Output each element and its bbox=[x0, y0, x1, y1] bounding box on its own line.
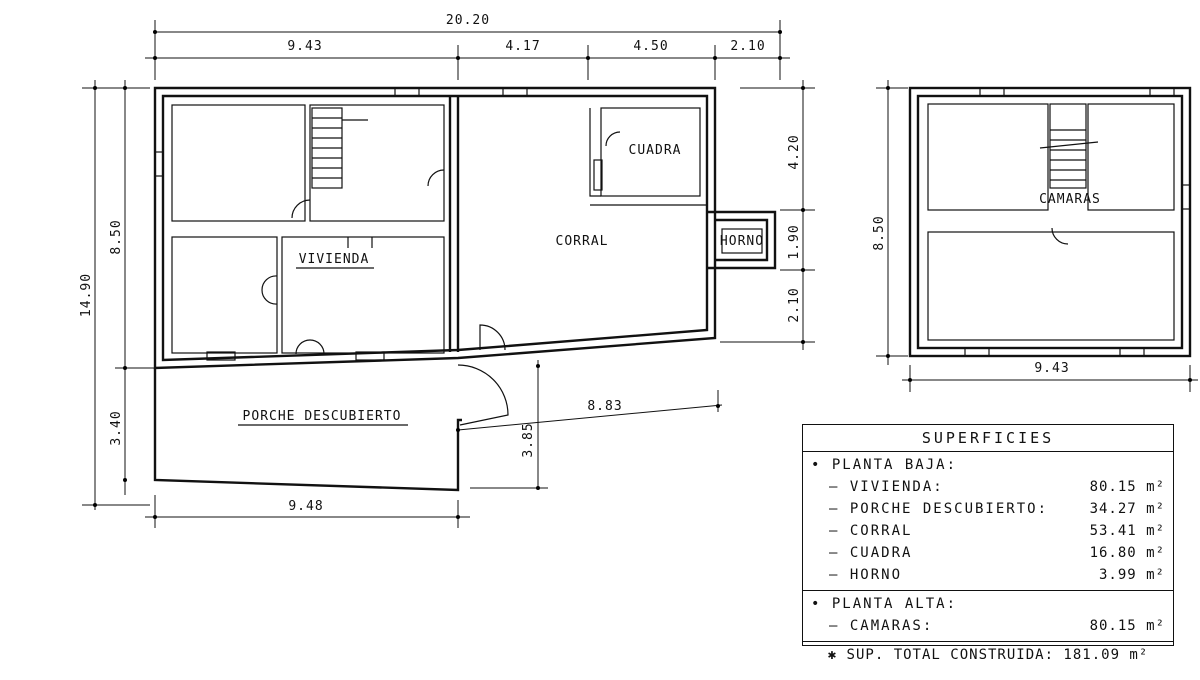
dim-right-bot: 2.10 bbox=[787, 287, 802, 322]
ground-floor-heading: • PLANTA BAJA: bbox=[811, 457, 958, 473]
dim-porch-side: 3.85 bbox=[521, 422, 536, 457]
dim-seg2: 4.17 bbox=[505, 39, 540, 54]
surface-row: – CORRAL 53.41 m² bbox=[811, 520, 1165, 542]
windows bbox=[154, 87, 603, 361]
surface-label: – VIVIENDA: bbox=[829, 479, 944, 495]
surface-label: – CORRAL bbox=[829, 523, 913, 539]
label-vivienda: VIVIENDA bbox=[299, 252, 370, 267]
surface-row: – PORCHE DESCUBIERTO: 34.27 m² bbox=[811, 498, 1165, 520]
label-cuadra: CUADRA bbox=[629, 143, 682, 158]
dim-seg1: 9.43 bbox=[287, 39, 322, 54]
surface-label: – HORNO bbox=[829, 567, 903, 583]
surface-label: – PORCHE DESCUBIERTO: bbox=[829, 501, 1049, 517]
top-dimensions: 20.20 9.43 4.17 4.50 2.10 bbox=[145, 13, 790, 80]
right-dimensions: 4.20 1.90 2.10 bbox=[720, 80, 815, 350]
label-horno: HORNO bbox=[720, 234, 764, 249]
label-camaras: CAMARAS bbox=[1039, 192, 1101, 207]
surfaces-title: SUPERFICIES bbox=[803, 425, 1173, 452]
surfaces-table: SUPERFICIES • PLANTA BAJA: – VIVIENDA: 8… bbox=[802, 424, 1174, 663]
dim-seg4: 2.10 bbox=[730, 39, 765, 54]
surface-row: – CUADRA 16.80 m² bbox=[811, 542, 1165, 564]
dim-total-width: 20.20 bbox=[446, 13, 490, 28]
dim-right-top: 4.20 bbox=[787, 134, 802, 169]
surface-value: 3.99 m² bbox=[1098, 567, 1165, 583]
surface-value: 16.80 m² bbox=[1089, 545, 1165, 561]
label-porche: PORCHE DESCUBIERTO bbox=[243, 409, 402, 424]
label-corral: CORRAL bbox=[556, 234, 609, 249]
stair-treads bbox=[312, 117, 368, 179]
dim-right-mid: 1.90 bbox=[787, 224, 802, 259]
ground-floor-plan: HORNO CUADRA CORRAL VIVIENDA bbox=[153, 86, 1069, 492]
surface-label: – CUADRA bbox=[829, 545, 913, 561]
surface-value: 34.27 m² bbox=[1089, 501, 1165, 517]
surface-label: – CAMARAS: bbox=[829, 618, 934, 634]
surface-row: – CAMARAS: 80.15 m² bbox=[811, 615, 1165, 637]
left-dimensions: 14.90 8.50 3.40 bbox=[79, 80, 155, 510]
dim-upper-height: 8.50 bbox=[872, 215, 887, 250]
ground-floor-section: • PLANTA BAJA: – VIVIENDA: 80.15 m² – PO… bbox=[803, 452, 1173, 591]
surface-row: – VIVIENDA: 80.15 m² bbox=[811, 476, 1165, 498]
dim-porch-height: 3.40 bbox=[109, 410, 124, 445]
total-surface: ✱ SUP. TOTAL CONSTRUIDA: 181.09 m² bbox=[827, 647, 1149, 663]
dim-house-height: 8.50 bbox=[109, 219, 124, 254]
dim-total-height: 14.90 bbox=[79, 273, 94, 317]
surface-value: 80.15 m² bbox=[1089, 618, 1165, 634]
dim-porch-width: 9.48 bbox=[288, 499, 323, 514]
upper-floor-section: • PLANTA ALTA: – CAMARAS: 80.15 m² bbox=[803, 591, 1173, 642]
surface-value: 53.41 m² bbox=[1089, 523, 1165, 539]
upper-floor-heading: • PLANTA ALTA: bbox=[811, 596, 958, 612]
surface-value: 80.15 m² bbox=[1089, 479, 1165, 495]
dim-upper-width: 9.43 bbox=[1034, 361, 1069, 376]
dim-seg3: 4.50 bbox=[633, 39, 668, 54]
surface-row: – HORNO 3.99 m² bbox=[811, 564, 1165, 586]
upper-floor-plan: CAMARAS 9.43 8.50 bbox=[872, 80, 1198, 392]
porch-dimensions: 9.48 8.83 3.85 bbox=[145, 360, 723, 528]
dim-porch-diag: 8.83 bbox=[587, 399, 622, 414]
